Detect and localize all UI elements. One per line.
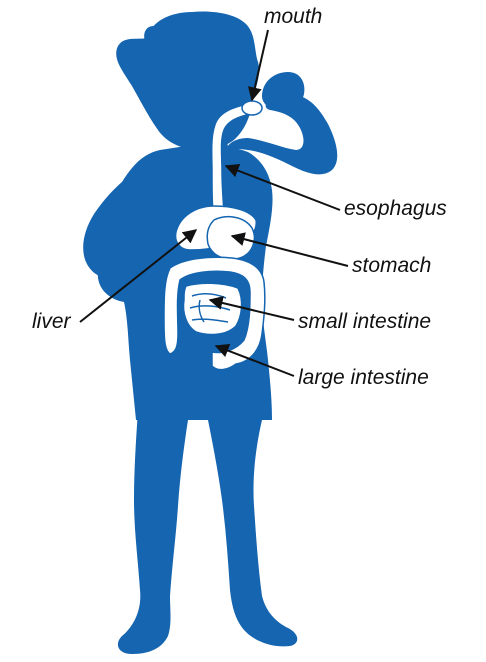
esophagus-label: esophagus xyxy=(344,198,447,219)
right-leg xyxy=(206,410,297,646)
liver-label: liver xyxy=(32,311,71,332)
mouth-label: mouth xyxy=(264,6,322,27)
large-intestine-label: large intestine xyxy=(298,367,429,388)
small-intestine-organ xyxy=(184,283,242,334)
small-intestine-label: small intestine xyxy=(298,311,431,332)
stomach-label: stomach xyxy=(352,255,431,276)
mouth-organ xyxy=(242,101,262,115)
left-leg xyxy=(118,410,188,654)
stomach-organ xyxy=(207,217,254,260)
